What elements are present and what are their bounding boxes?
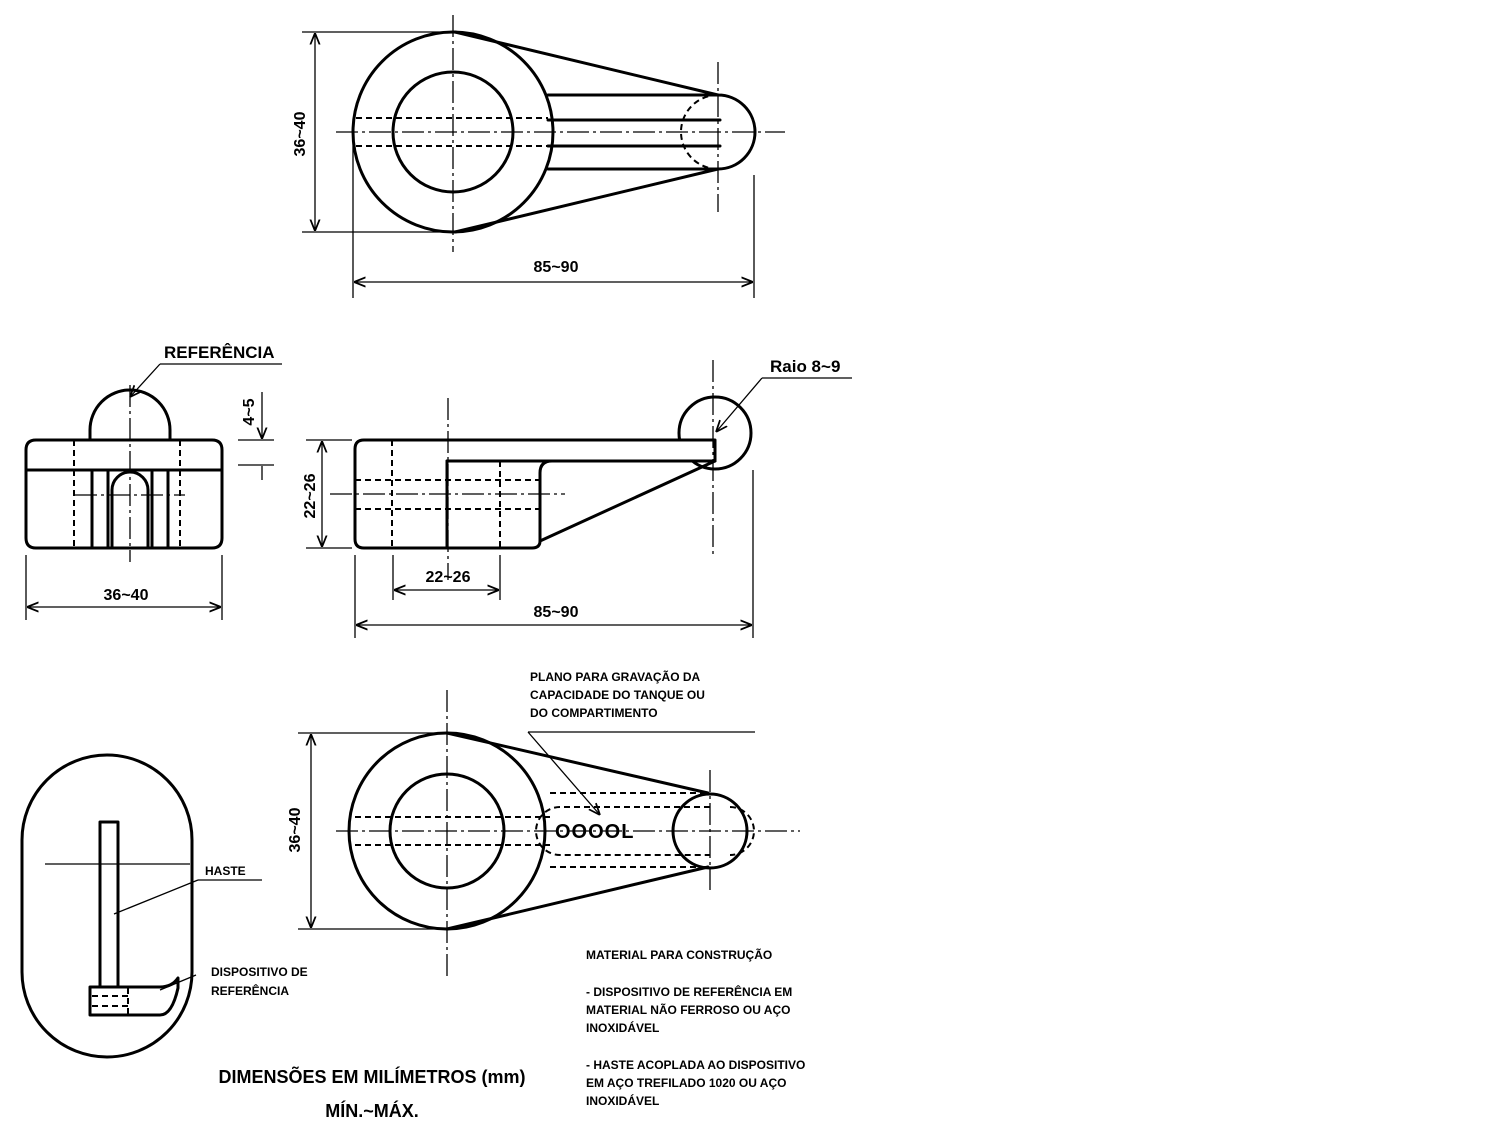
device-label-line1: DISPOSITIVO DE <box>211 965 308 979</box>
reference-label: REFERÊNCIA <box>164 343 275 362</box>
material-title: MATERIAL PARA CONSTRUÇÃO <box>586 947 772 962</box>
material-item2-line3: INOXIDÁVEL <box>586 1093 659 1108</box>
device-label-line2: REFERÊNCIA <box>211 983 289 998</box>
rod-label: HASTE <box>205 864 246 878</box>
front-view: Raio 8~9 22~26 22~26 85~90 <box>302 357 852 638</box>
top-view: 36~40 85~90 <box>292 15 785 298</box>
engraving-note-line3: DO COMPARTIMENTO <box>530 706 658 720</box>
material-item2-line1: - HASTE ACOPLADA AO DISPOSITIVO <box>586 1058 805 1072</box>
radius-label: Raio 8~9 <box>770 357 840 376</box>
front-hole-dim: 22~26 <box>426 569 471 586</box>
top-length-dim: 85~90 <box>534 259 579 276</box>
material-item1-line2: MATERIAL NÃO FERROSO OU AÇO <box>586 1002 790 1017</box>
front-height-dim: 22~26 <box>302 473 319 518</box>
engraving-note-line1: PLANO PARA GRAVAÇÃO DA <box>530 669 701 684</box>
material-item1-line1: - DISPOSITIVO DE REFERÊNCIA EM <box>586 984 792 999</box>
material-item1-line3: INOXIDÁVEL <box>586 1020 659 1035</box>
front-length-dim: 85~90 <box>534 604 579 621</box>
side-width-dim: 36~40 <box>104 587 149 604</box>
material-item2-line2: EM AÇO TREFILADO 1020 OU AÇO <box>586 1076 786 1090</box>
bottom-view: OOOOL PLANO PARA GRAVAÇÃO DA CAPACIDADE … <box>287 669 800 976</box>
boss-dim: 4~5 <box>241 398 258 425</box>
units-note-line2: MÍN.~MÁX. <box>325 1100 419 1121</box>
material-notes: MATERIAL PARA CONSTRUÇÃO - DISPOSITIVO D… <box>586 947 805 1108</box>
side-view: REFERÊNCIA 4~5 36~40 <box>24 343 282 620</box>
engraving-sample: OOOOL <box>555 821 634 843</box>
units-note-line1: DIMENSÕES EM MILÍMETROS (mm) <box>218 1066 525 1087</box>
top-height-dim: 36~40 <box>292 111 309 156</box>
units-note: DIMENSÕES EM MILÍMETROS (mm) MÍN.~MÁX. <box>218 1066 525 1121</box>
detail-view: HASTE DISPOSITIVO DE REFERÊNCIA <box>20 753 308 1059</box>
engraving-note-line2: CAPACIDADE DO TANQUE OU <box>530 688 705 702</box>
bottom-height-dim: 36~40 <box>287 807 304 852</box>
